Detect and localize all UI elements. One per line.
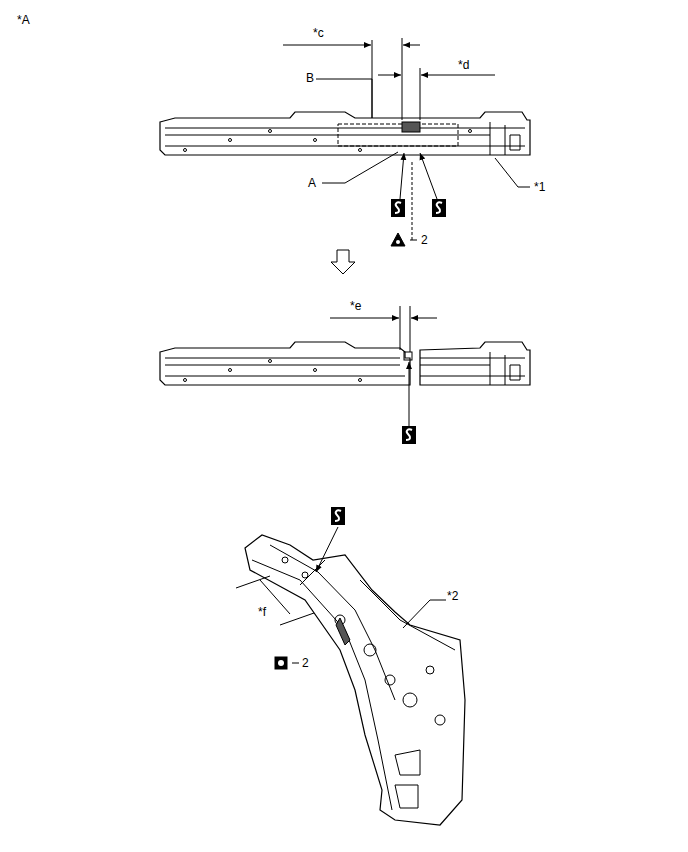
figure-label: *A — [16, 14, 31, 26]
dimension-label: *f — [257, 606, 267, 618]
weld-count: 2 — [420, 234, 429, 246]
position-letter: B — [305, 72, 315, 84]
dimension-label: *c — [312, 27, 325, 39]
dimension-label: *e — [349, 300, 362, 312]
callout-number: *1 — [533, 181, 546, 193]
dimension-label: *d — [457, 59, 470, 71]
callout-number: *2 — [446, 590, 459, 602]
position-letter: A — [307, 177, 317, 189]
weld-count: 2 — [301, 657, 310, 669]
